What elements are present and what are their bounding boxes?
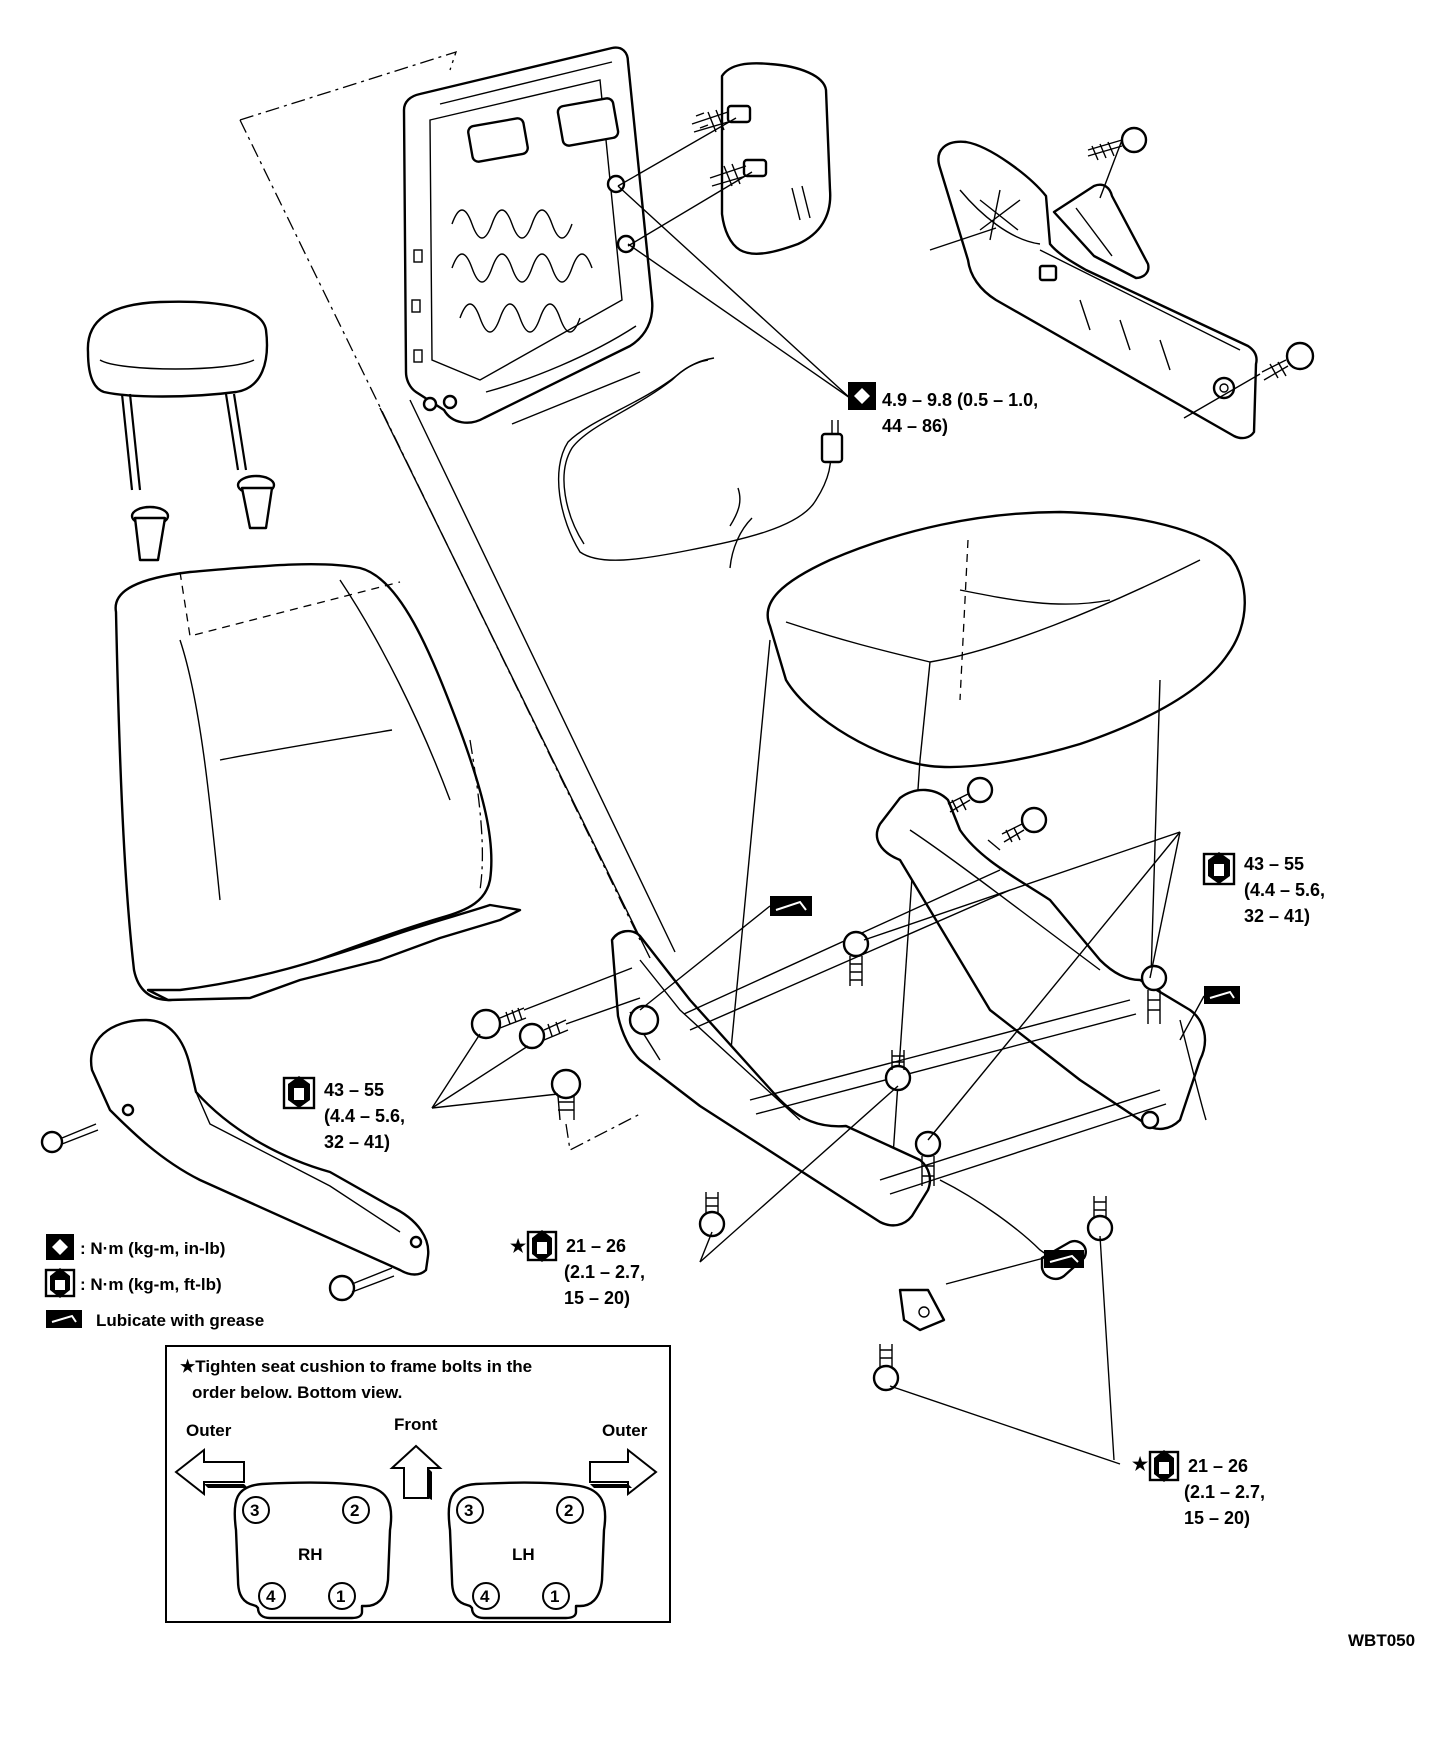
figure-code: WBT050	[1348, 1631, 1415, 1650]
torque-left-frame-line3: 32 – 41)	[324, 1132, 390, 1152]
recliner-bolt-upper	[1087, 126, 1148, 161]
bolt-cushion-front-left	[698, 1192, 726, 1238]
headrest-guide-left	[130, 505, 170, 562]
torque-ft-lb-icon	[1202, 852, 1236, 886]
bolt-order-title-line2: order below. Bottom view.	[192, 1383, 402, 1402]
outer-right-label: Outer	[602, 1421, 648, 1440]
side-cover-bolt-upper	[691, 104, 752, 133]
recliner-bolt-lower	[1261, 341, 1315, 381]
torque-ft-lb-icon	[282, 1076, 316, 1110]
grease-icon	[46, 1310, 82, 1328]
arrow-up-icon	[389, 1444, 443, 1500]
legend-item-grease: Lubicate with grease	[96, 1311, 264, 1330]
torque-ft-lb-icon	[44, 1268, 76, 1298]
seatback-side-cover	[720, 62, 832, 255]
recliner-bracket-rh	[937, 140, 1258, 440]
grease-icon	[770, 896, 812, 916]
torque-rear-cushion-line2: (2.1 – 2.7,	[1184, 1482, 1265, 1502]
bolt-frame-right-rear	[1140, 964, 1168, 1024]
seatback-cushion	[114, 562, 522, 1002]
torque-in-lb-icon	[46, 1234, 74, 1260]
wiring-harness	[557, 357, 844, 569]
lh-bolt-3: 3	[464, 1501, 473, 1520]
lh-bolt-2: 2	[564, 1501, 573, 1520]
rh-label: RH	[298, 1545, 323, 1564]
bolt-frame-center	[842, 930, 870, 986]
torque-rear-cushion-line3: 15 – 20)	[1184, 1508, 1250, 1528]
torque-front-cushion-star: ★	[510, 1236, 527, 1256]
seat-cushion	[766, 510, 1246, 769]
lh-bolt-4: 4	[480, 1587, 490, 1606]
lh-cushion-bottom-view: LH 3 2 4 1	[447, 1481, 607, 1620]
torque-front-cushion-line1: 21 – 26	[566, 1236, 626, 1256]
lh-label: LH	[512, 1545, 535, 1564]
torque-front-cushion-line3: 15 – 20)	[564, 1288, 630, 1308]
headrest-guide-right	[236, 474, 276, 530]
grease-icon	[1204, 986, 1240, 1004]
grease-icon	[1044, 1250, 1084, 1268]
torque-right-frame-line2: (4.4 – 5.6,	[1244, 880, 1325, 900]
bolt-frame-left-1	[470, 1007, 527, 1040]
torque-front-cushion-line2: (2.1 – 2.7,	[564, 1262, 645, 1282]
torque-in-lb-icon	[848, 382, 876, 410]
torque-ft-lb-icon	[1148, 1450, 1180, 1482]
legend-item-in-lb: : N·m (kg-m, in-lb)	[80, 1239, 225, 1258]
front-label: Front	[394, 1415, 438, 1434]
torque-seatback-line1: 4.9 – 9.8 (0.5 – 1.0,	[882, 390, 1038, 410]
seat-frame	[610, 788, 1207, 1332]
bolt-frame-mid-right	[914, 1130, 942, 1186]
bolt-order-box: ★Tighten seat cushion to frame bolts in …	[165, 1345, 671, 1623]
torque-right-frame-line1: 43 – 55	[1244, 854, 1304, 874]
torque-left-frame-line2: (4.4 – 5.6,	[324, 1106, 405, 1126]
side-trim-screw-left	[40, 1123, 99, 1154]
rh-bolt-4: 4	[266, 1587, 276, 1606]
torque-ft-lb-icon	[526, 1230, 558, 1262]
arrow-left-icon	[174, 1447, 248, 1497]
outer-left-label: Outer	[186, 1421, 232, 1440]
torque-right-frame-line3: 32 – 41)	[1244, 906, 1310, 926]
bolt-cushion-center	[884, 1050, 912, 1092]
seatback-frame	[402, 46, 654, 425]
recliner-lever-plate	[1052, 183, 1150, 280]
bolt-frame-left-3	[550, 1068, 582, 1121]
torque-seatback-line2: 44 – 86)	[882, 416, 948, 436]
seat-side-trim	[89, 1018, 430, 1276]
bolt-cushion-front-center	[872, 1344, 900, 1392]
rh-bolt-1: 1	[336, 1587, 345, 1606]
bolt-cushion-rear-right	[1086, 1196, 1114, 1242]
side-trim-screw-right	[328, 1267, 395, 1302]
lh-bolt-1: 1	[550, 1587, 559, 1606]
arrow-right-icon	[589, 1447, 658, 1497]
bolt-order-title-line1: ★Tighten seat cushion to frame bolts in …	[180, 1357, 532, 1376]
bolt-frame-left-2	[518, 1019, 569, 1050]
torque-left-frame-line1: 43 – 55	[324, 1080, 384, 1100]
side-cover-bolt-lower	[709, 158, 768, 187]
headrest	[86, 300, 269, 491]
torque-rear-cushion-line1: 21 – 26	[1188, 1456, 1248, 1476]
rh-bolt-2: 2	[350, 1501, 359, 1520]
rh-bolt-3: 3	[250, 1501, 259, 1520]
rh-cushion-bottom-view: RH 3 2 4 1	[233, 1481, 393, 1620]
bolt-frame-upper-2	[1001, 806, 1048, 843]
legend: : N·m (kg-m, in-lb) : N·m (kg-m, ft-lb) …	[44, 1234, 264, 1330]
bolt-frame-upper-1	[947, 776, 994, 813]
legend-item-ft-lb: : N·m (kg-m, ft-lb)	[80, 1275, 222, 1294]
torque-rear-cushion-star: ★	[1132, 1454, 1149, 1474]
